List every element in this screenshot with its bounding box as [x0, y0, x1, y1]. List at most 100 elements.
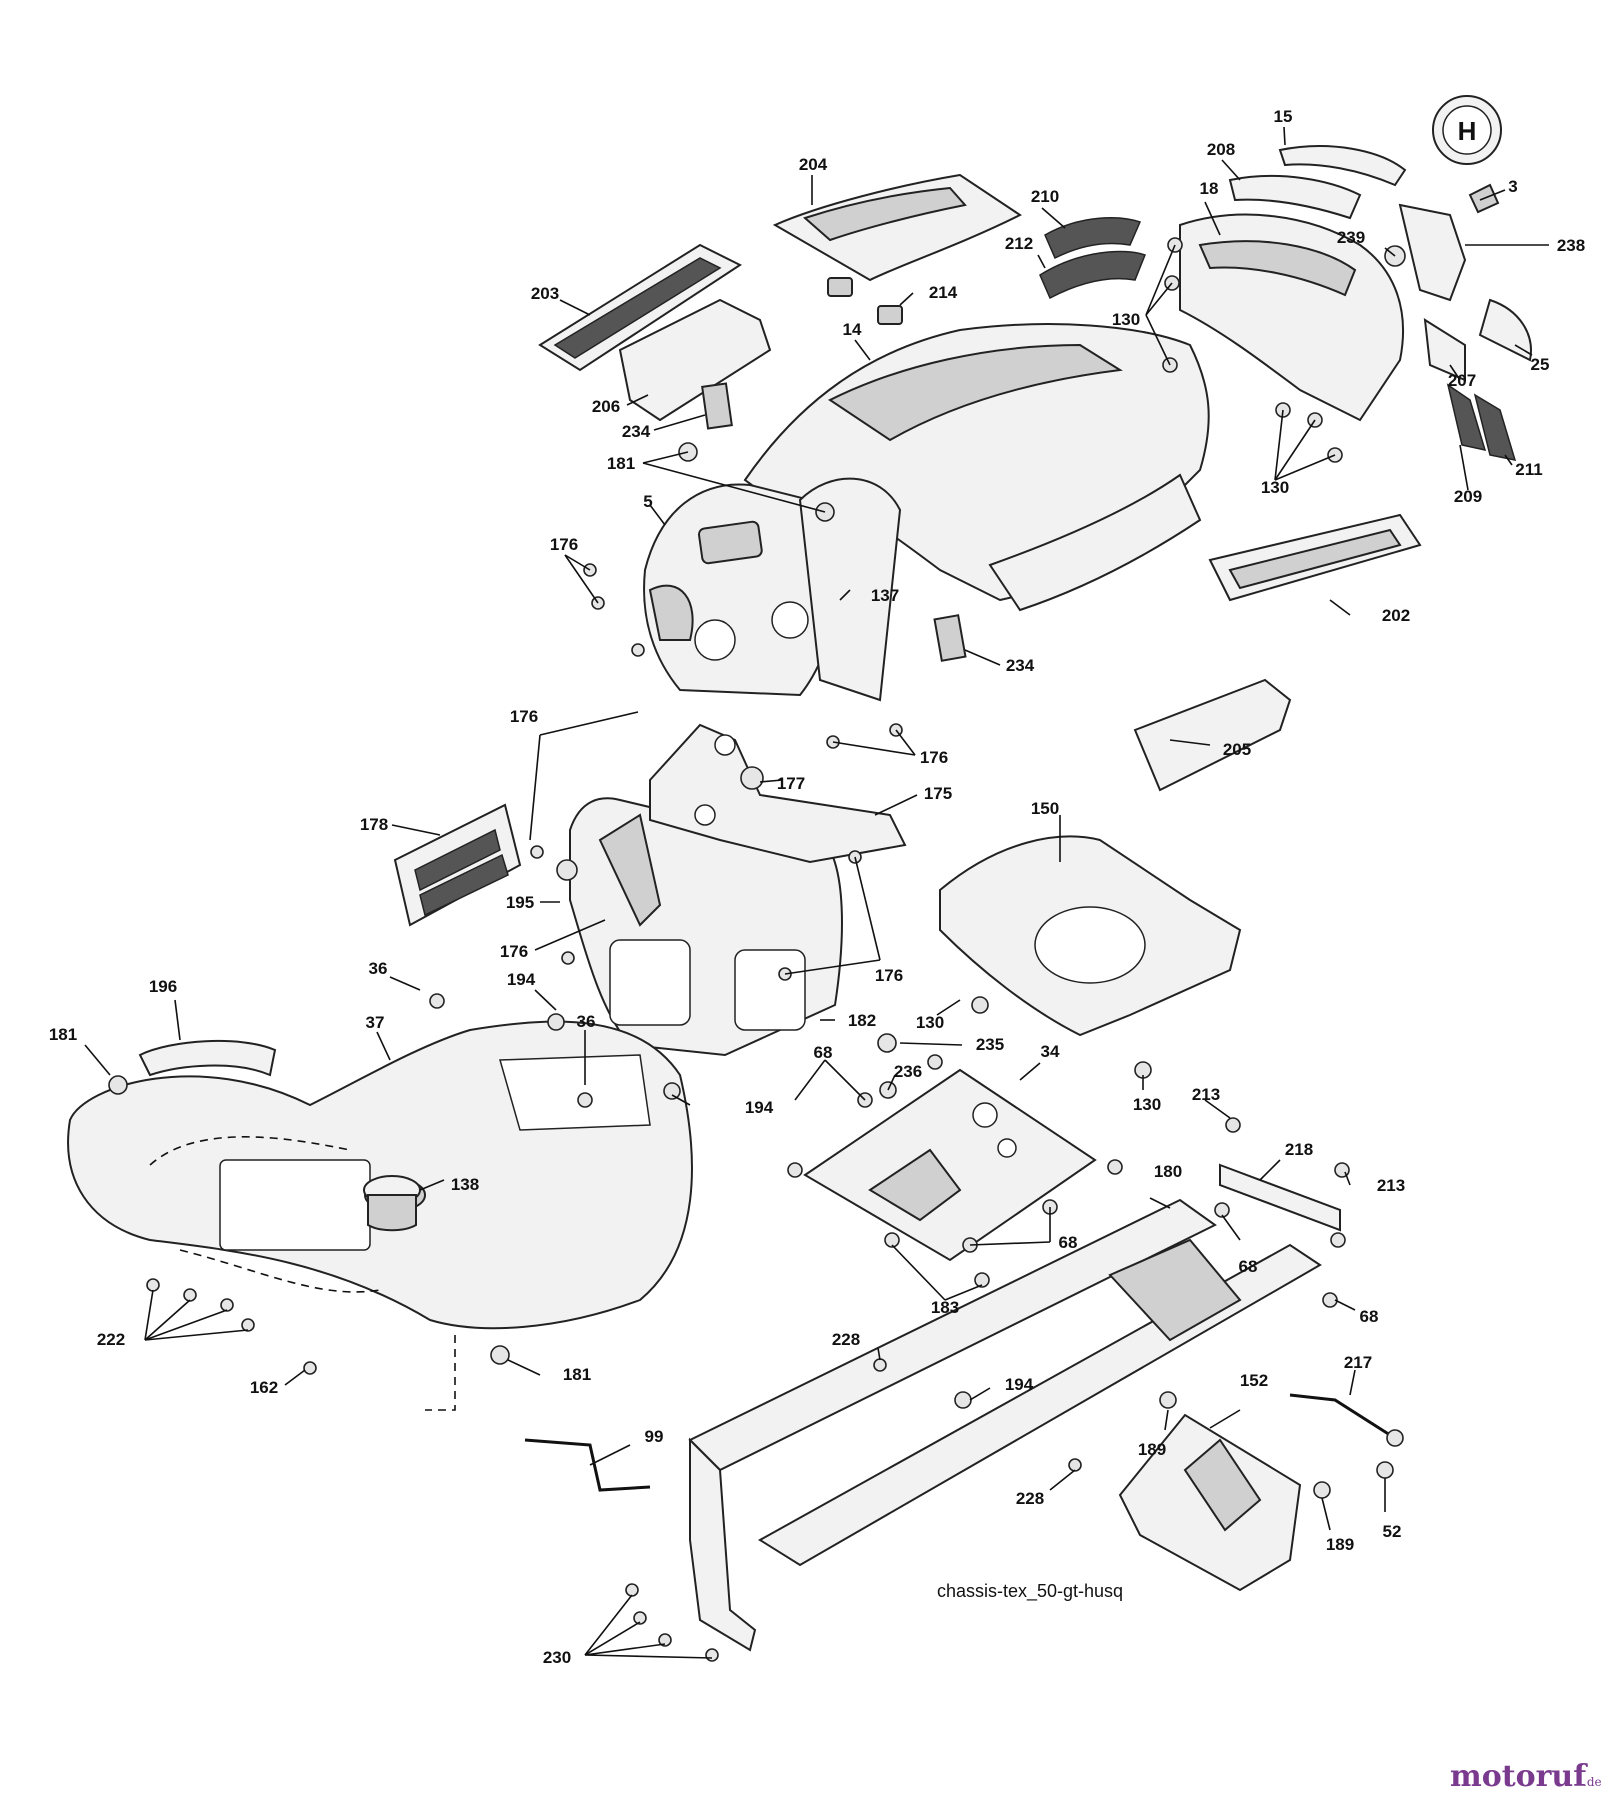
callout-235: 235: [976, 1035, 1004, 1054]
part-204-hood-panel: [772, 173, 1022, 282]
callout-137: 137: [871, 586, 899, 605]
callout-150: 150: [1031, 799, 1059, 818]
diagram-caption: chassis-tex_50-gt-husq: [937, 1581, 1123, 1602]
callout-202: 202: [1382, 606, 1410, 625]
callout-236: 236: [894, 1062, 922, 1081]
watermark: motoruf .de: [1450, 1759, 1602, 1794]
callout-214: 214: [929, 283, 958, 302]
part-206-grille-bracket: [618, 298, 772, 430]
callout-189-top: 189: [1138, 1440, 1166, 1459]
callout-37: 37: [366, 1013, 385, 1032]
part-195-grommet: [556, 859, 578, 881]
callout-15: 15: [1274, 107, 1293, 126]
callout-181-left: 181: [49, 1025, 77, 1044]
callout-196: 196: [149, 977, 177, 996]
callout-183: 183: [931, 1298, 959, 1317]
part-3-logo: H: [1432, 95, 1502, 214]
leader-lines: [84, 126, 1549, 1659]
callout-36-top: 36: [369, 959, 388, 978]
part-235-236-grommets: [877, 1033, 897, 1099]
callout-99: 99: [645, 1427, 664, 1446]
callout-209: 209: [1454, 487, 1482, 506]
callout-176-upper: 176: [550, 535, 578, 554]
watermark-name: motoruf: [1450, 1759, 1588, 1794]
seat-pan-dash-guide: [425, 1335, 456, 1411]
part-210-212-vents: [1039, 217, 1146, 300]
callout-130-right: 130: [1261, 478, 1289, 497]
part-207-bracket: [1423, 318, 1466, 382]
callout-5: 5: [643, 492, 652, 511]
part-196-seat-bracket: [138, 1039, 277, 1077]
callout-181-top: 181: [607, 454, 635, 473]
callout-68-mid: 68: [1059, 1233, 1078, 1252]
callout-180: 180: [1154, 1162, 1182, 1181]
part-14-hood: [743, 323, 1210, 612]
callout-175: 175: [924, 784, 952, 803]
callout-189-bottom: 189: [1326, 1535, 1354, 1554]
callout-194-bottom: 194: [1005, 1375, 1034, 1394]
callout-138: 138: [451, 1175, 479, 1194]
watermark-tld: .de: [1583, 1775, 1602, 1789]
callout-labels: 15 204 208 3 18 210 239 238 212 203 214 …: [49, 107, 1585, 1667]
callout-18: 18: [1200, 179, 1219, 198]
callout-52: 52: [1383, 1522, 1402, 1541]
callout-203: 203: [531, 284, 559, 303]
callout-152: 152: [1240, 1371, 1268, 1390]
callout-195: 195: [506, 893, 534, 912]
callout-204: 204: [799, 155, 828, 174]
callout-3: 3: [1508, 177, 1517, 196]
part-218-bracket: [1219, 1163, 1341, 1232]
callout-176-left: 176: [510, 707, 538, 726]
logo-letter: H: [1458, 116, 1477, 146]
part-138-filler-neck: [363, 1175, 421, 1232]
part-25-end-cap: [1478, 298, 1532, 362]
part-15-trim: [1278, 145, 1407, 187]
part-162-screw: [303, 1361, 317, 1375]
callout-234-top: 234: [622, 422, 651, 441]
callout-207: 207: [1448, 371, 1476, 390]
part-213-68-bolts-bracket: [1214, 1117, 1350, 1308]
part-228-screws: [873, 1358, 1082, 1472]
callout-211: 211: [1515, 460, 1542, 479]
part-222-screws: [146, 1278, 255, 1332]
callout-36-mid: 36: [577, 1012, 596, 1031]
callout-234-mid: 234: [1006, 656, 1035, 675]
part-137-fender-panel: [798, 477, 902, 702]
part-217-rod: [1289, 1393, 1391, 1437]
callout-162: 162: [250, 1378, 278, 1397]
part-180-frame: [688, 1198, 1322, 1652]
part-214-clips: [827, 277, 903, 325]
callout-213-right: 213: [1377, 1176, 1405, 1195]
callout-182: 182: [848, 1011, 876, 1030]
part-238-side-panel: [1398, 203, 1467, 302]
part-177-bushing: [740, 766, 764, 790]
part-234-label: [933, 614, 967, 662]
part-36-bolts: [429, 993, 593, 1108]
part-202-front-bumper: [1208, 513, 1422, 602]
callout-228-top: 228: [832, 1330, 860, 1349]
callout-181-bottom: 181: [563, 1365, 591, 1384]
callout-176-right: 176: [920, 748, 948, 767]
callout-208: 208: [1207, 140, 1235, 159]
callout-212: 212: [1005, 234, 1033, 253]
part-209-211-vents: [1446, 383, 1517, 461]
callout-238: 238: [1557, 236, 1585, 255]
callout-222: 222: [97, 1330, 125, 1349]
part-18-bumper: [1179, 213, 1404, 422]
callout-218: 218: [1285, 1140, 1313, 1159]
part-203-front-grille: [538, 243, 743, 372]
callout-228-bottom: 228: [1016, 1489, 1044, 1508]
callout-25: 25: [1531, 355, 1550, 374]
part-150-footrest: [939, 835, 1242, 1037]
callout-68-bracket: 68: [1239, 1257, 1258, 1276]
part-189-52-fasteners: [1159, 1391, 1404, 1499]
callout-176-lower: 176: [875, 966, 903, 985]
part-34-engine-plate: [803, 1068, 1097, 1262]
callout-217: 217: [1344, 1353, 1372, 1372]
callout-230: 230: [543, 1648, 571, 1667]
callout-239: 239: [1337, 228, 1365, 247]
part-183-bolts: [884, 1232, 990, 1288]
callout-34: 34: [1041, 1042, 1060, 1061]
callout-178: 178: [360, 815, 388, 834]
